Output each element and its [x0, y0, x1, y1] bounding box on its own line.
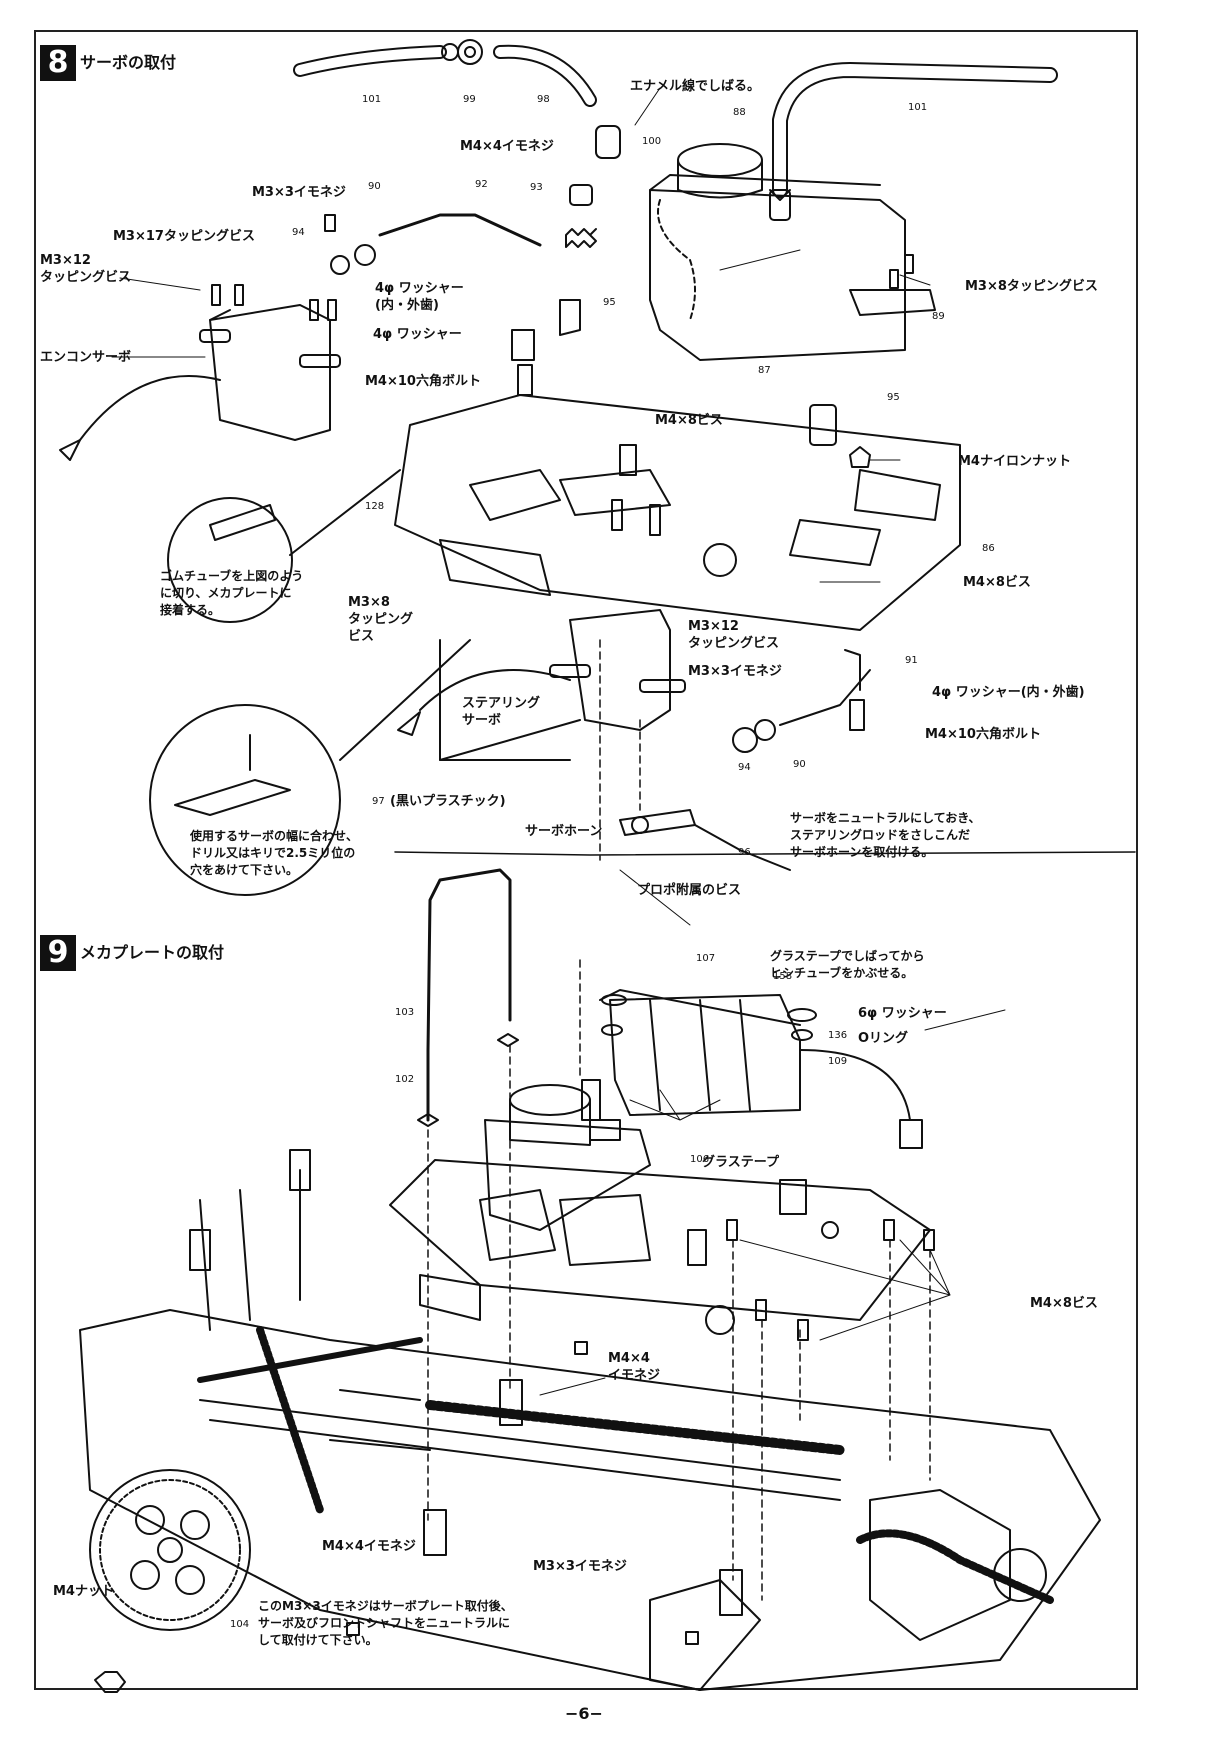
part-number: 94 — [292, 227, 305, 238]
label-m4x4-set-screw: M4×4イモネジ — [460, 139, 554, 154]
section-8-number: 8 — [40, 45, 76, 81]
label-m3x3-set-screw-mid: M3×3イモネジ — [688, 664, 782, 679]
part-number: 98 — [537, 94, 550, 105]
part-number: 101 — [362, 94, 382, 105]
page-number: −6− — [565, 1704, 603, 1723]
part-number: 107 — [696, 953, 716, 964]
part-number: 96 — [738, 847, 751, 858]
section-9-number: 9 — [40, 935, 76, 971]
label-steering-servo: ステアリング サーボ — [462, 696, 541, 728]
label-m3x3-set-screw-top: M3×3イモネジ — [252, 185, 346, 200]
part-number: 94 — [738, 762, 751, 773]
label-drill-note: 使用するサーボの幅に合わせ、 ドリル又はキリで2.5ミリ位の 穴をあけて下さい。 — [190, 829, 359, 877]
part-number: 128 — [365, 501, 385, 512]
section-8-title: サーボの取付 — [80, 53, 177, 72]
label-m4x8-screw-mid: M4×8ビス — [963, 575, 1031, 590]
part-number: 106 — [690, 1154, 710, 1165]
label-4mm-washer-teeth-top: 4φ ワッシャー (内・外歯) — [375, 281, 464, 313]
part-number: 102 — [395, 1074, 415, 1085]
label-o-ring: Oリング — [858, 1031, 909, 1046]
part-number: 92 — [475, 179, 488, 190]
label-propo-screw: プロポ附属のビス — [637, 883, 742, 898]
label-m4x4-set-screw-low: M4×4イモネジ — [322, 1539, 416, 1554]
part-number: 91 — [905, 655, 918, 666]
part-number: 97 — [372, 796, 385, 807]
section-9-title: メカプレートの取付 — [80, 943, 225, 962]
label-engine-servo: エンコンサーボ — [40, 350, 132, 365]
label-m3x8-tapping-screw-left: M3×8 タッピング ビス — [348, 595, 414, 644]
part-number: 109 — [828, 1056, 848, 1067]
label-glass-tape-note: グラステープでしばってから ヒシチューブをかぶせる。 — [770, 949, 925, 980]
part-number: 87 — [758, 365, 771, 376]
label-m4x10-hex-bolt-right: M4×10六角ボルト — [925, 727, 1041, 742]
page-border — [34, 30, 1138, 1690]
label-4mm-washer-teeth-right: 4φ ワッシャー(内・外歯) — [932, 685, 1085, 700]
label-m4x4-set-screw-mid: M4×4 イモネジ — [608, 1351, 661, 1383]
part-number: 99 — [463, 94, 476, 105]
label-m3x12-tapping-screw-top: M3×12 タッピングビス — [40, 253, 132, 285]
label-m3x3-set-screw-low: M3×3イモネジ — [533, 1559, 627, 1574]
part-number: 95 — [603, 297, 616, 308]
part-number: 90 — [793, 759, 806, 770]
part-number: 158 — [773, 971, 793, 982]
part-number: 90 — [368, 181, 381, 192]
label-m4-nut: M4ナット — [53, 1584, 114, 1599]
label-enamel-wire: エナメル線でしばる。 — [630, 79, 761, 94]
part-number: 101 — [908, 102, 928, 113]
part-number: 88 — [733, 107, 746, 118]
label-m3x12-tapping-screw-mid: M3×12 タッピングビス — [688, 619, 780, 651]
part-number: 89 — [932, 311, 945, 322]
label-rubber-tube-note: ゴムチューブを上図のよう に切り、メカプレートに 接着する。 — [160, 569, 304, 617]
label-m4x10-hex-bolt-top: M4×10六角ボルト — [365, 374, 481, 389]
label-m4x8-screw-right: M4×8ビス — [1030, 1296, 1098, 1311]
part-number: 136 — [828, 1030, 848, 1041]
label-servo-horn: サーボホーン — [525, 824, 603, 839]
part-number: 104 — [230, 1619, 250, 1630]
label-black-plastic: (黒いプラスチック) — [390, 794, 506, 809]
label-m3x3-note: このM3×3イモネジはサーボプレート取付後、 サーボ及びフロントシャフトをニュー… — [258, 1599, 513, 1647]
label-m3x8-tapping-screw-top: M3×8タッピングビス — [965, 279, 1098, 294]
label-glass-tape: グラステープ — [702, 1155, 779, 1170]
part-number: 95 — [887, 392, 900, 403]
label-6mm-washer: 6φ ワッシャー — [858, 1006, 947, 1021]
label-m4-nylon-nut: M4ナイロンナット — [958, 454, 1071, 469]
label-m3x17-tapping-screw: M3×17タッピングビス — [113, 229, 255, 244]
part-number: 86 — [982, 543, 995, 554]
label-m4x8-screw-top: M4×8ビス — [655, 413, 723, 428]
part-number: 103 — [395, 1007, 415, 1018]
label-servo-neutral-note: サーボをニュートラルにしておき、 ステアリングロッドをさしこんだ サーボホーンを… — [790, 811, 981, 859]
part-number: 93 — [530, 182, 543, 193]
label-4mm-washer: 4φ ワッシャー — [373, 327, 462, 342]
part-number: 100 — [642, 136, 662, 147]
